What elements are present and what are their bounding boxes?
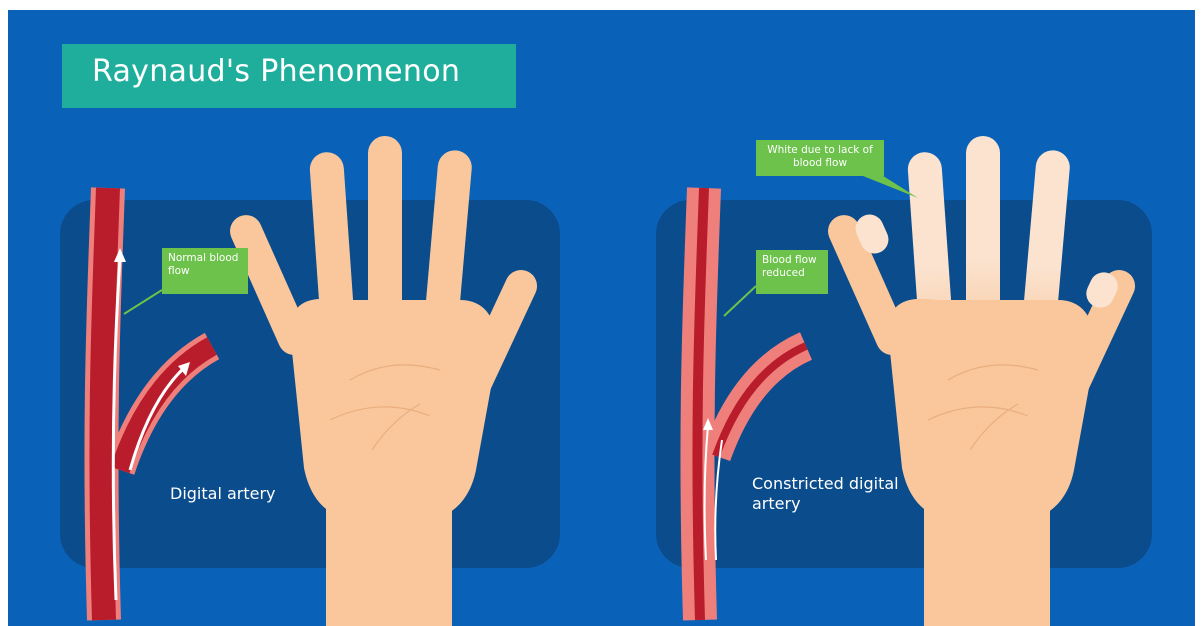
title-banner: Raynaud's Phenomenon xyxy=(62,44,516,108)
digital-artery-label: Digital artery xyxy=(170,484,330,504)
blood-flow-reduced-callout: Blood flow reduced xyxy=(756,250,828,294)
white-fingers-callout: White due to lack of blood flow xyxy=(756,140,884,176)
page-title: Raynaud's Phenomenon xyxy=(92,54,460,89)
constricted-digital-artery-label: Constricted digital artery xyxy=(752,474,912,514)
normal-blood-flow-callout: Normal blood flow xyxy=(162,248,248,294)
